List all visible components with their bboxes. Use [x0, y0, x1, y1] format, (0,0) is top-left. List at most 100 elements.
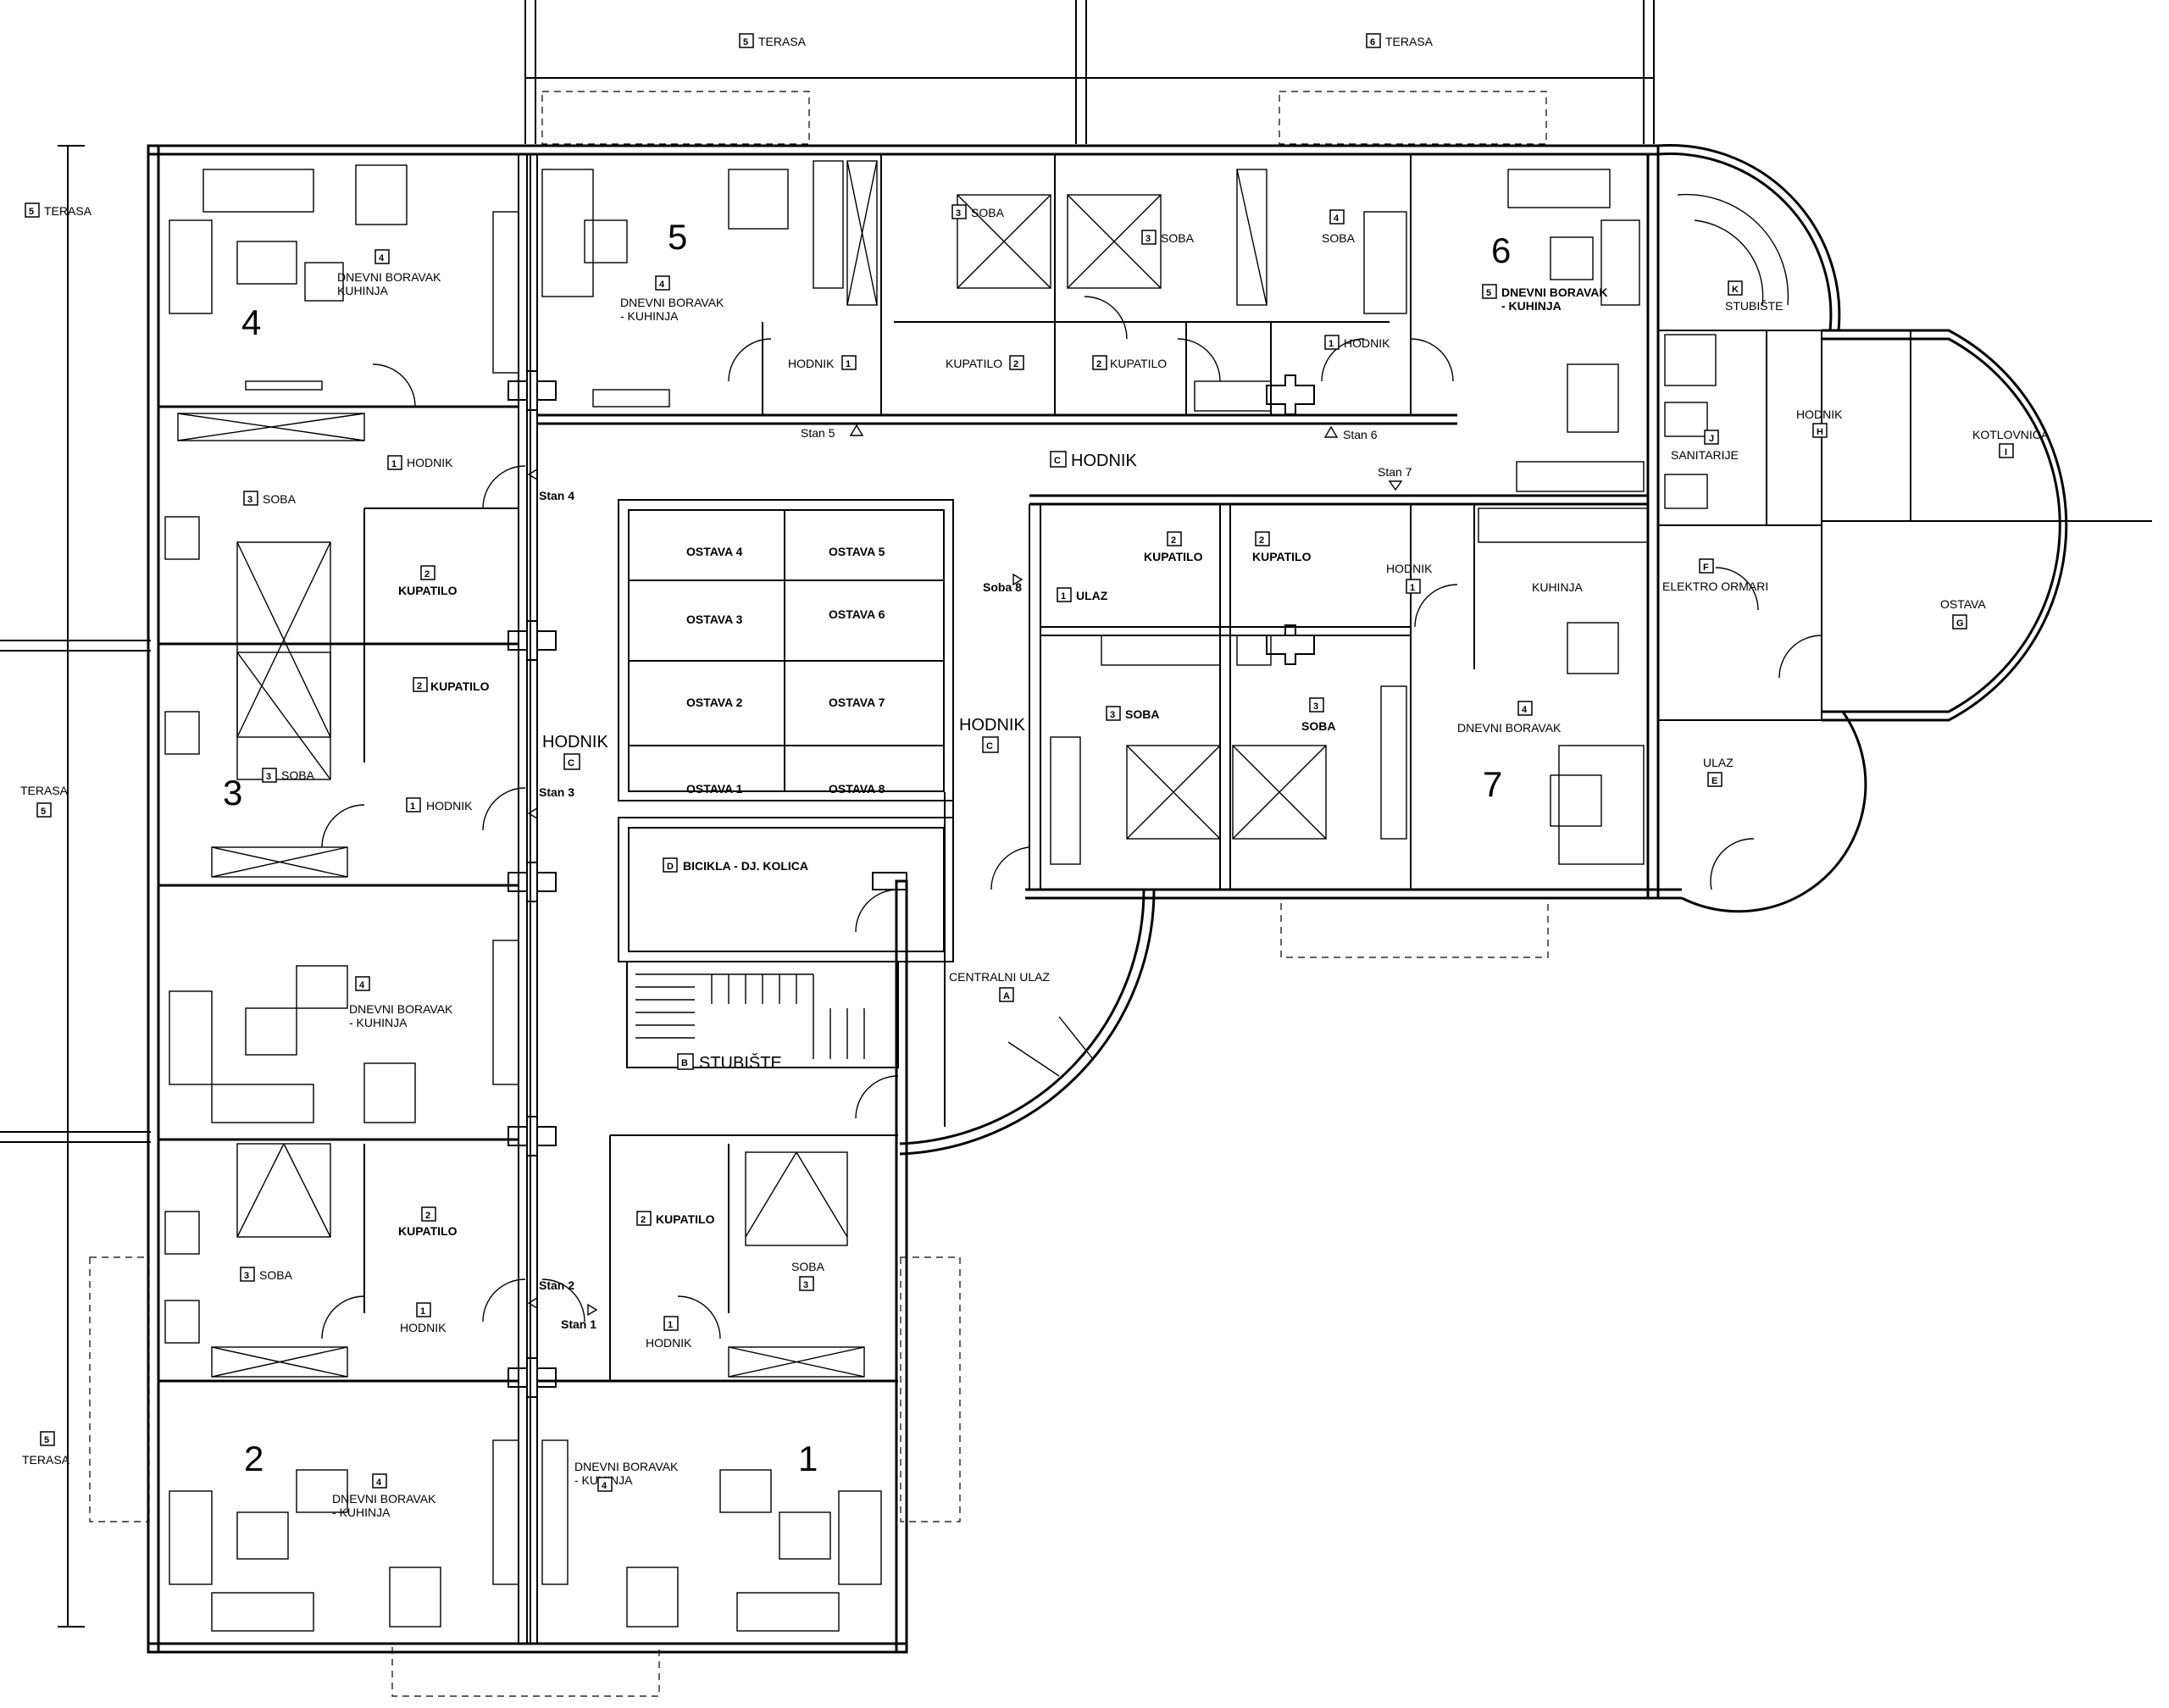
- svg-text:2: 2: [424, 569, 430, 580]
- furniture: [164, 160, 1789, 1632]
- svg-text:3: 3: [247, 495, 252, 505]
- svg-text:STUBIŠTE: STUBIŠTE: [699, 1053, 782, 1073]
- apt6-labels: 3 SOBA 2 KUPATILO 4 SOBA 1 HODNIK 5 DNEV…: [1092, 209, 1608, 370]
- svg-text:A: A: [1003, 991, 1010, 1001]
- svg-text:HODNIK: HODNIK: [646, 1336, 692, 1350]
- svg-text:KUPATILO: KUPATILO: [1144, 550, 1203, 563]
- svg-text:HODNIK: HODNIK: [1386, 562, 1433, 575]
- svg-text:STUBIŠTE: STUBIŠTE: [1725, 299, 1783, 313]
- svg-text:TERASA: TERASA: [22, 1453, 70, 1467]
- svg-text:1: 1: [410, 801, 415, 812]
- ostava-8-label: OSTAVA 8: [829, 782, 885, 796]
- entry-soba-8: Soba 8: [983, 580, 1022, 594]
- svg-text:6: 6: [1370, 37, 1375, 47]
- svg-text:DNEVNI BORAVAK- KUHINJA: DNEVNI BORAVAK- KUHINJA: [574, 1460, 679, 1487]
- apartment-number-5: 5: [668, 217, 687, 257]
- svg-text:TERASA: TERASA: [758, 35, 807, 48]
- svg-text:E: E: [1711, 776, 1717, 786]
- svg-text:HODNIK: HODNIK: [959, 716, 1025, 735]
- svg-text:SOBA: SOBA: [971, 206, 1005, 219]
- svg-text:3: 3: [956, 208, 961, 219]
- sanitarije-label: J SANITARIJE: [1671, 430, 1739, 462]
- svg-text:KUPATILO: KUPATILO: [1252, 550, 1312, 563]
- svg-text:H: H: [1817, 427, 1823, 437]
- svg-text:3: 3: [266, 772, 271, 782]
- svg-text:J: J: [1709, 434, 1714, 444]
- stubiste-k-label: K STUBIŠTE: [1725, 280, 1783, 313]
- svg-text:ULAZ: ULAZ: [1703, 756, 1734, 769]
- entry-stan-1: Stan 1: [561, 1317, 596, 1331]
- apartment-number-3: 3: [223, 773, 242, 812]
- svg-text:ELEKTRO ORMARI: ELEKTRO ORMARI: [1662, 580, 1768, 593]
- svg-text:TERASA: TERASA: [20, 784, 69, 797]
- svg-text:2: 2: [1171, 535, 1176, 546]
- svg-text:3: 3: [1110, 710, 1115, 720]
- terasa-5-top-label: 5 TERASA: [739, 33, 807, 48]
- ostava-6-label: OSTAVA 6: [829, 607, 885, 621]
- centralni-ulaz-label: CENTRALNI ULAZ A: [949, 970, 1050, 1002]
- svg-text:OSTAVA: OSTAVA: [1940, 597, 1986, 611]
- svg-text:HODNIK: HODNIK: [1796, 408, 1843, 421]
- svg-text:3: 3: [1146, 234, 1151, 244]
- svg-text:2: 2: [1013, 359, 1018, 369]
- apt1-labels: SOBA 3 2 KUPATILO 1 HODNIK DNEVNI BORAVA…: [574, 1211, 825, 1492]
- svg-text:KUHINJA: KUHINJA: [1532, 580, 1584, 594]
- svg-text:2: 2: [1096, 359, 1101, 369]
- svg-text:KUPATILO: KUPATILO: [1110, 357, 1167, 370]
- room-labels: 5 TERASA 6 TERASA 5 TERASA TERASA 5 5 TE…: [20, 33, 2050, 1519]
- svg-text:2: 2: [417, 681, 422, 691]
- ostava-1-label: OSTAVA 1: [686, 782, 743, 796]
- svg-text:HODNIK: HODNIK: [542, 733, 608, 751]
- terasa-5-left-top-label: 5 TERASA: [25, 202, 92, 218]
- entry-stan-7: Stan 7: [1378, 465, 1412, 479]
- apartment-number-7: 7: [1483, 764, 1502, 804]
- svg-text:4: 4: [1522, 705, 1528, 715]
- svg-text:HODNIK: HODNIK: [1071, 452, 1137, 470]
- svg-text:2: 2: [425, 1211, 430, 1221]
- svg-text:C: C: [986, 741, 993, 751]
- svg-text:1: 1: [420, 1306, 425, 1317]
- apartment-number-2: 2: [244, 1439, 263, 1478]
- outer-walls: [147, 144, 2068, 1654]
- svg-text:SOBA: SOBA: [1125, 707, 1159, 721]
- svg-text:3: 3: [244, 1271, 249, 1281]
- svg-text:F: F: [1703, 563, 1709, 573]
- svg-text:5: 5: [743, 37, 748, 47]
- entry-stan-2: Stan 2: [539, 1278, 574, 1292]
- svg-text:KUPATILO: KUPATILO: [946, 357, 1002, 370]
- svg-text:SOBA: SOBA: [791, 1260, 825, 1273]
- ulaz-e-label: ULAZ E: [1703, 756, 1734, 787]
- hodnik-h-label: HODNIK H: [1796, 408, 1843, 438]
- apt5-labels: 4 DNEVNI BORAVAK- KUHINJA 3 SOBA HODNIK …: [620, 204, 1024, 370]
- svg-text:HODNIK: HODNIK: [407, 456, 453, 469]
- svg-text:I: I: [2005, 447, 2007, 458]
- svg-text:5: 5: [41, 807, 46, 817]
- apt7-labels: 2 KUPATILO HODNIK 1 3 SOBA KUHINJA 4 DNE…: [1252, 531, 1584, 735]
- svg-text:KUPATILO: KUPATILO: [430, 679, 490, 693]
- svg-text:CENTRALNI ULAZ: CENTRALNI ULAZ: [949, 970, 1050, 984]
- svg-text:1: 1: [1329, 339, 1334, 349]
- entry-stan-4: Stan 4: [539, 489, 574, 502]
- terasa-6-top-label: 6 TERASA: [1366, 33, 1434, 48]
- apartment-number-1: 1: [798, 1439, 818, 1478]
- ostava-2-label: OSTAVA 2: [686, 696, 743, 709]
- svg-text:1: 1: [668, 1320, 673, 1330]
- entry-stan-3: Stan 3: [539, 785, 574, 799]
- svg-text:4: 4: [659, 280, 665, 290]
- bicikla-label: D BICIKLA - DJ. KOLICA: [663, 857, 808, 873]
- svg-text:SOBA: SOBA: [1322, 231, 1356, 245]
- columns: [508, 370, 1315, 1398]
- svg-text:DNEVNI BORAVAK- KUHINJA: DNEVNI BORAVAK- KUHINJA: [1501, 286, 1608, 313]
- svg-text:4: 4: [602, 1481, 607, 1491]
- apt3-labels: 3 SOBA 2 KUPATILO 1 HODNIK 4 DNEVNI BORA…: [262, 677, 490, 1029]
- svg-text:1: 1: [391, 459, 397, 469]
- svg-text:C: C: [1054, 456, 1061, 466]
- svg-text:KUPATILO: KUPATILO: [398, 1224, 458, 1238]
- svg-text:5: 5: [44, 1435, 49, 1445]
- svg-text:HODNIK: HODNIK: [788, 357, 835, 370]
- svg-text:1: 1: [1061, 591, 1066, 602]
- svg-text:DNEVNI BORAVAK- KUHINJA: DNEVNI BORAVAK- KUHINJA: [349, 1002, 453, 1029]
- svg-text:4: 4: [379, 253, 385, 263]
- svg-text:DNEVNI BORAVAK: DNEVNI BORAVAK: [1457, 721, 1562, 735]
